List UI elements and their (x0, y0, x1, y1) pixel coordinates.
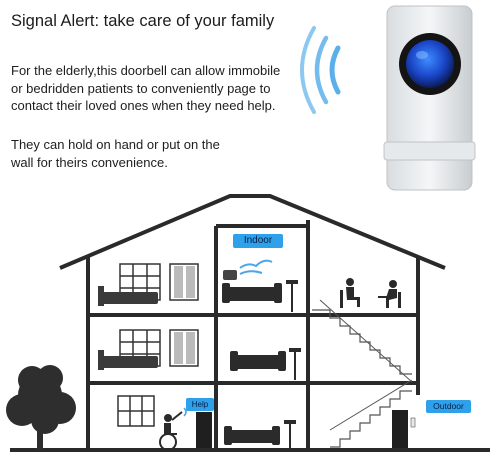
ground (10, 448, 490, 452)
receiver-icon (223, 259, 273, 280)
people-seated-icon (340, 278, 401, 308)
description-mounting: They can hold on hand or put on the wall… (11, 137, 220, 170)
house (59, 194, 446, 450)
tree-icon (6, 365, 76, 450)
description-elderly: For the elderly,this doorbell can allow … (11, 63, 281, 113)
door-icon (196, 410, 416, 448)
label-outdoor: Outdoor (426, 400, 471, 413)
floor-lamp-icon (284, 280, 301, 448)
bed-icon (98, 286, 158, 370)
shutter (174, 266, 195, 364)
stairs-icon (312, 299, 413, 448)
wheelchair-user-icon (159, 407, 187, 451)
sofa-icon (222, 283, 286, 445)
label-indoor: Indoor (233, 234, 283, 248)
doorbell-transmitter-icon (383, 5, 476, 191)
signal-waves-icon (300, 26, 341, 114)
page-title: Signal Alert: take care of your family (11, 12, 275, 30)
label-help: Help (186, 398, 214, 411)
